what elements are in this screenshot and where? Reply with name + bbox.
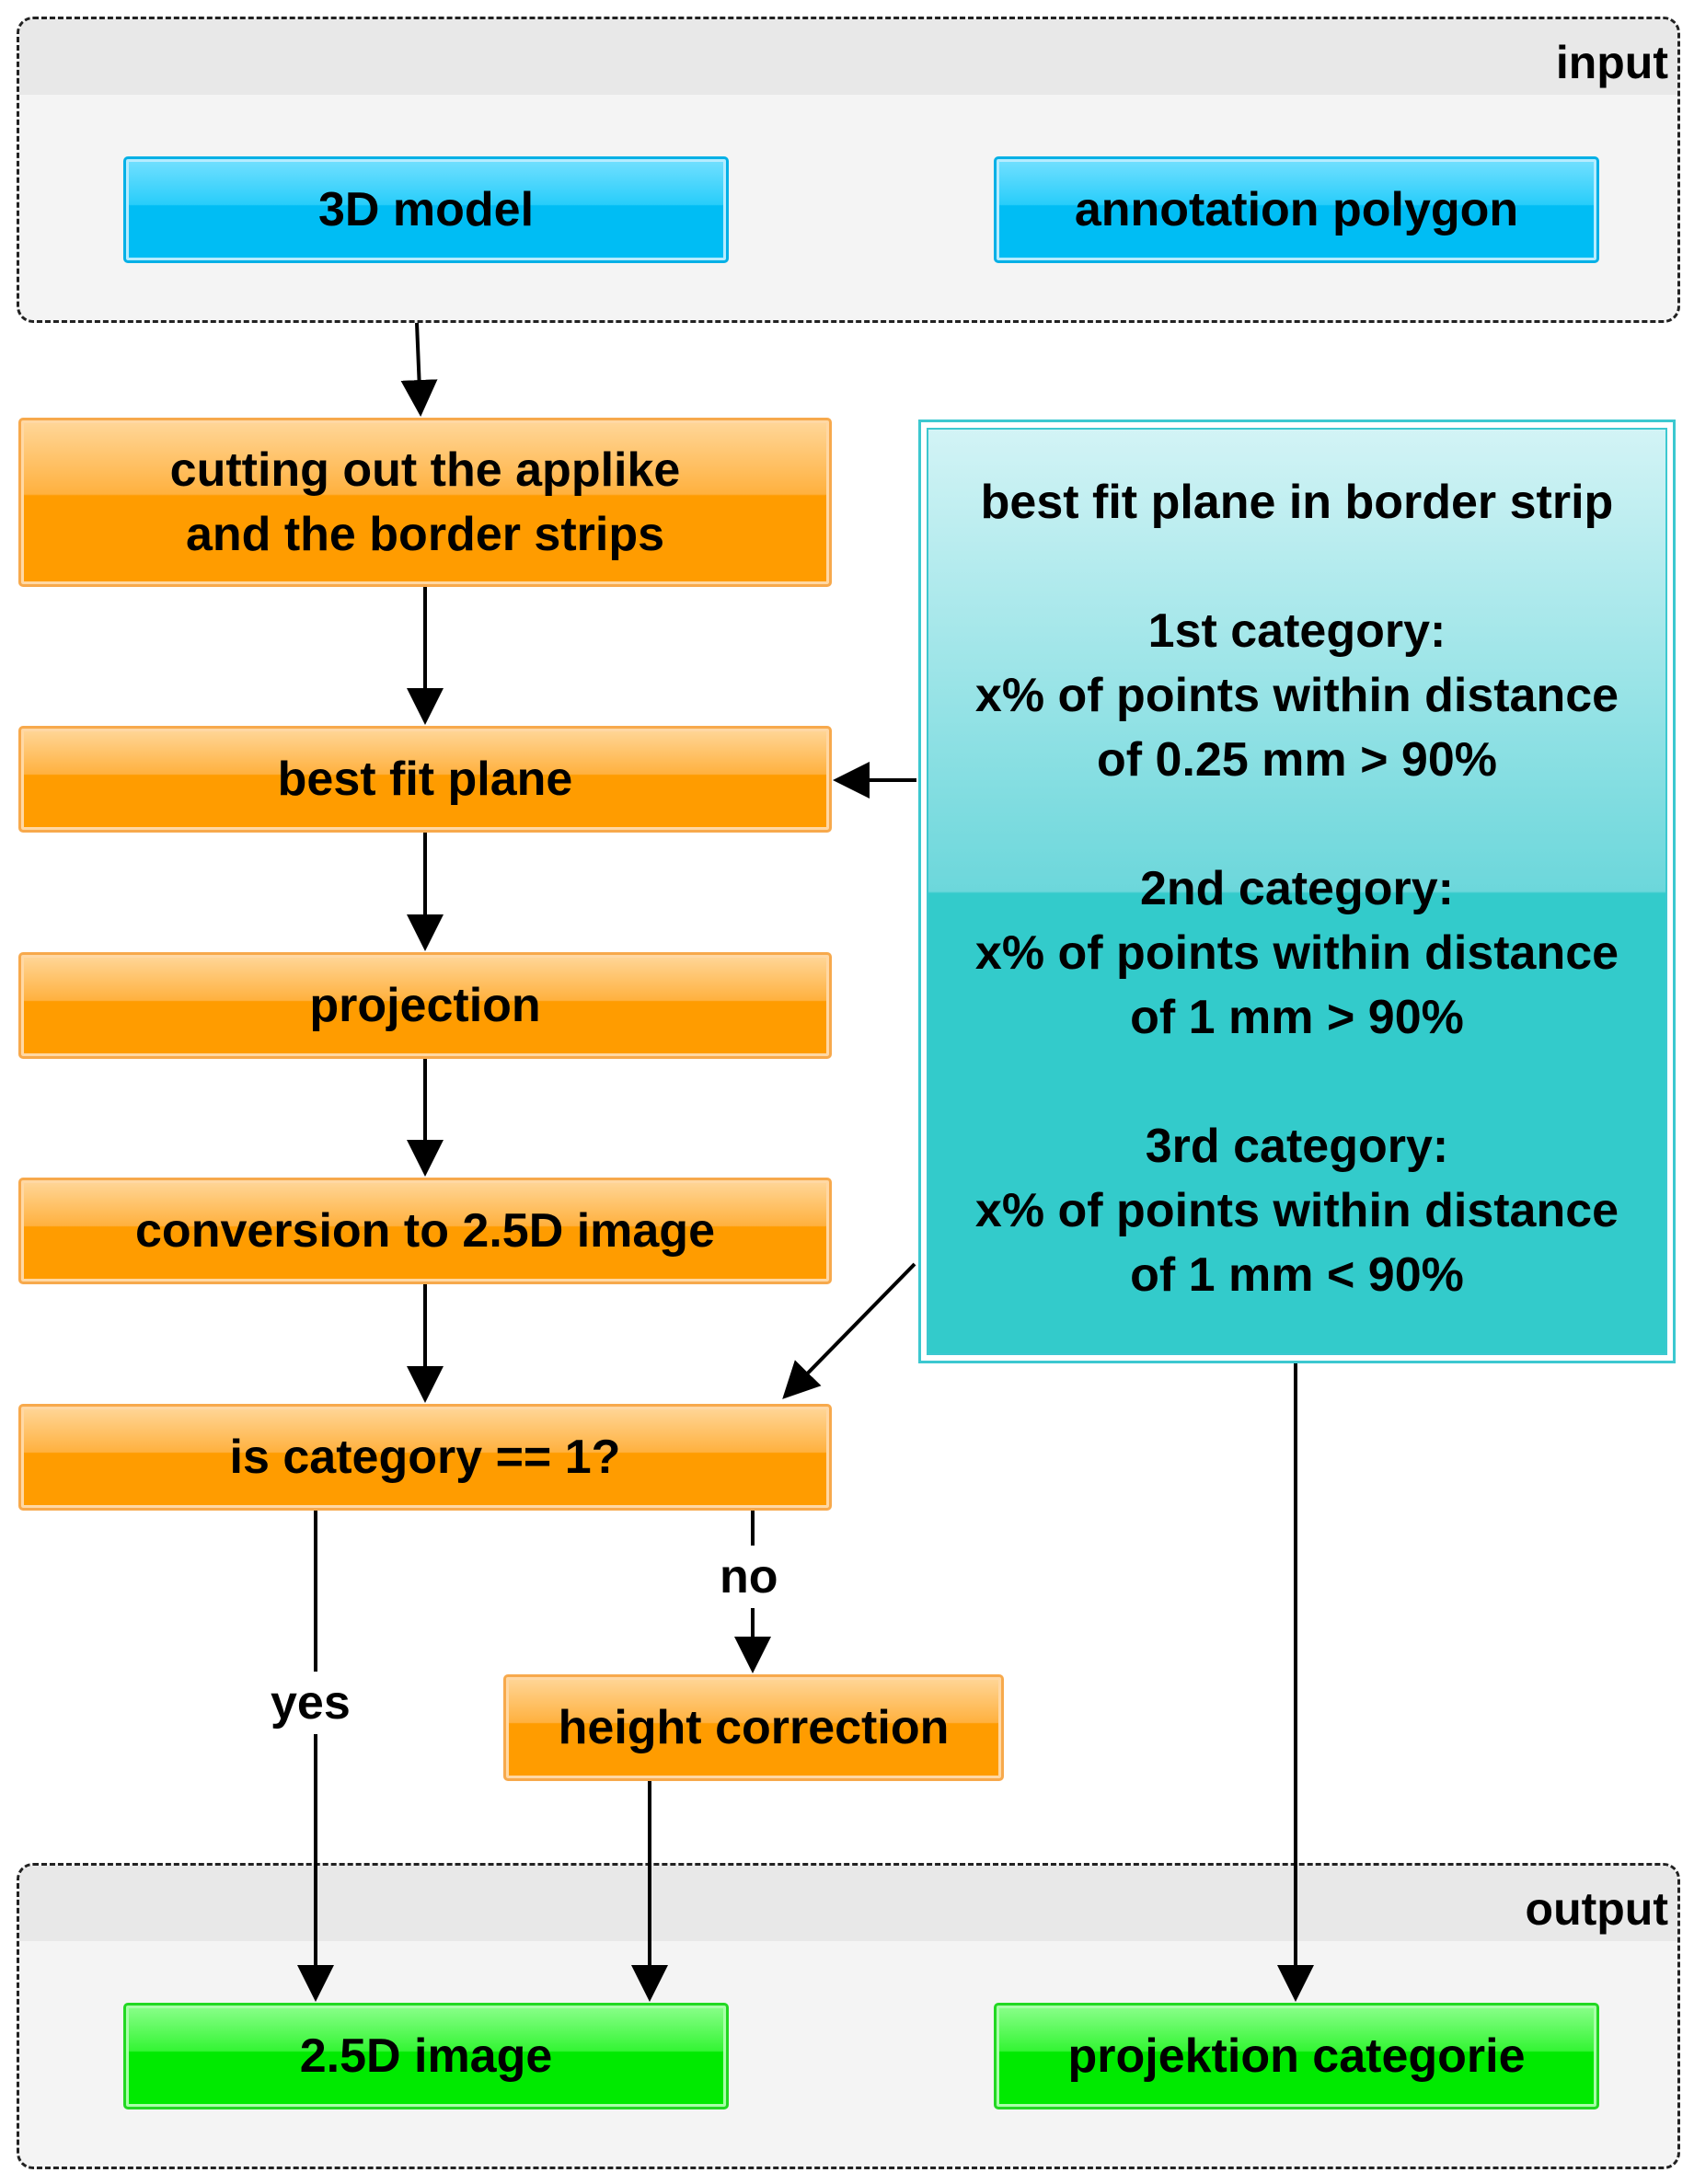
edge-criteria-to-decision [782, 1262, 916, 1399]
category-1-line1: x% of points within distance [974, 669, 1619, 722]
projection-node: projection [18, 952, 832, 1059]
annotation-polygon-node: annotation polygon [994, 156, 1599, 263]
category-3-line2: of 1 mm < 90% [1130, 1248, 1464, 1302]
category-2-line1: x% of points within distance [974, 926, 1619, 980]
edge-label-yes: yes [265, 1672, 356, 1734]
decision-node: is category == 1? [18, 1404, 832, 1511]
category-2-title: 2nd category: [1140, 862, 1454, 915]
3d-model-node: 3D model [123, 156, 729, 263]
cutting-out-line1: cutting out the applike [169, 443, 681, 497]
height-correction-node: height correction [503, 1674, 1004, 1781]
category-1-title: 1st category: [1147, 604, 1446, 658]
category-3-line1: x% of points within distance [974, 1184, 1619, 1237]
conversion-node: conversion to 2.5D image [18, 1178, 832, 1284]
edge-input-to-cutting [400, 322, 438, 417]
edge-label-no: no [714, 1546, 784, 1608]
criteria-title: best fit plane in border strip [980, 476, 1614, 529]
category-3-title: 3rd category: [1145, 1120, 1449, 1173]
cutting-out-node: cutting out the applike and the border s… [18, 418, 832, 587]
projektion-categorie-node: projektion categorie [994, 2003, 1599, 2109]
input-group-header [19, 19, 1677, 95]
criteria-box: best fit plane in border strip 1st categ… [918, 420, 1676, 1363]
2-5d-image-node: 2.5D image [123, 2003, 729, 2109]
category-1-line2: of 0.25 mm > 90% [1097, 733, 1497, 787]
input-group-title: input [1555, 37, 1668, 88]
best-fit-plane-node: best fit plane [18, 726, 832, 833]
category-2-line2: of 1 mm > 90% [1130, 991, 1464, 1044]
output-group-title: output [1525, 1883, 1668, 1935]
cutting-out-line2: and the border strips [185, 508, 665, 561]
output-group-header [19, 1866, 1677, 1941]
